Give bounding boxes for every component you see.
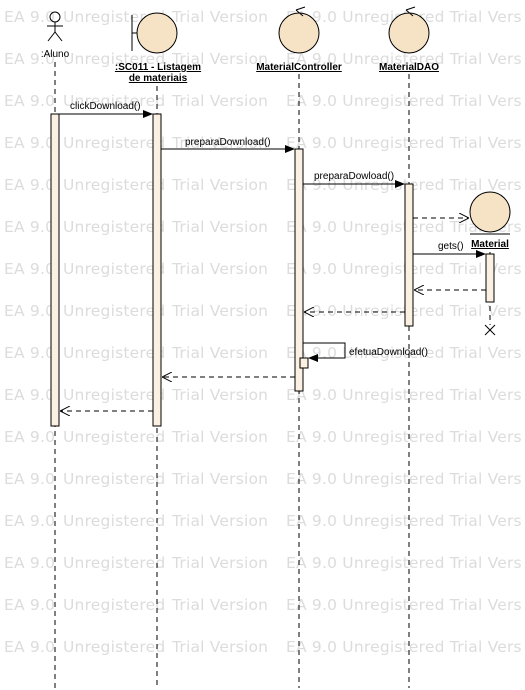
controller-label: MaterialController: [256, 62, 342, 73]
boundary-label-line2: de materiais: [129, 73, 188, 84]
dao-control-icon[interactable]: [388, 6, 430, 54]
label-efetua-download: efetuaDownload(): [349, 347, 428, 358]
control-icon[interactable]: [278, 6, 320, 54]
label-prepara-download: preparaDownload(): [185, 137, 271, 148]
message-efetua-download: [303, 342, 346, 362]
boundary-icon[interactable]: [131, 12, 178, 54]
label-gets: gets(): [438, 241, 464, 252]
boundary-label-line1: :SC011 - Listagem: [115, 62, 201, 73]
activation-material: [485, 253, 495, 303]
entity-label: Material: [471, 239, 509, 250]
label-prepara-dowload: preparaDowload(): [314, 171, 394, 182]
dao-label: MaterialDAO: [379, 62, 439, 73]
activation-controller-self: [299, 357, 309, 369]
label-click-download: clickDownload(): [70, 101, 141, 112]
actor-icon[interactable]: [47, 11, 63, 42]
activation-listagem: [152, 113, 162, 427]
entity-icon[interactable]: [469, 191, 511, 235]
destroy-x-icon: [484, 324, 496, 336]
actor-label: :Aluno: [41, 49, 70, 60]
activation-aluno: [50, 113, 60, 427]
activation-controller: [294, 148, 304, 392]
activation-dao: [404, 183, 414, 327]
